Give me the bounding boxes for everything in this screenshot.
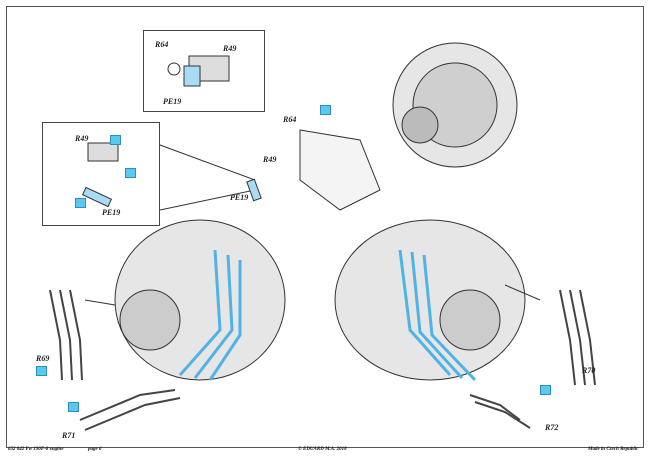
leader-lines [84, 144, 541, 306]
engine-left [114, 219, 286, 381]
firewall-bracket [299, 129, 381, 211]
inset-left-drawing [81, 142, 119, 208]
inset-top [143, 30, 265, 112]
label-r71: R71 [62, 431, 76, 440]
label-r49: R49 [75, 134, 89, 143]
color-tag [320, 105, 331, 115]
exhaust-stacks-blue [178, 249, 477, 382]
label-r72: R72 [545, 423, 559, 432]
label-r49: R49 [223, 44, 237, 53]
label-r49: R49 [263, 155, 277, 164]
color-tag [110, 135, 121, 145]
label-r64: R64 [283, 115, 297, 124]
color-tag [75, 198, 86, 208]
footer-origin: Made in Czech Republic [588, 447, 639, 452]
label-r64: R64 [155, 40, 169, 49]
engine-top-right [392, 42, 518, 168]
inset-top-drawing [167, 55, 230, 87]
label-pe19: PE19 [230, 193, 249, 202]
footer-copyright: © EDUARD M.A. 2018 [298, 447, 347, 452]
color-tag [36, 366, 47, 376]
label-r70: R70 [582, 366, 596, 375]
footer-page: page 6 [88, 447, 102, 452]
exhaust-pipes [49, 289, 596, 431]
inset-left [42, 122, 160, 226]
label-r69: R69 [36, 354, 50, 363]
label-pe19: PE19 [163, 97, 182, 106]
color-tag [68, 402, 79, 412]
page-frame [6, 6, 644, 448]
label-pe19: PE19 [102, 208, 121, 217]
color-tag [540, 385, 551, 395]
color-tag [125, 168, 136, 178]
part-pe19 [246, 178, 262, 202]
footer-code: 632 042 Fw 190F-8 engine [8, 447, 64, 452]
